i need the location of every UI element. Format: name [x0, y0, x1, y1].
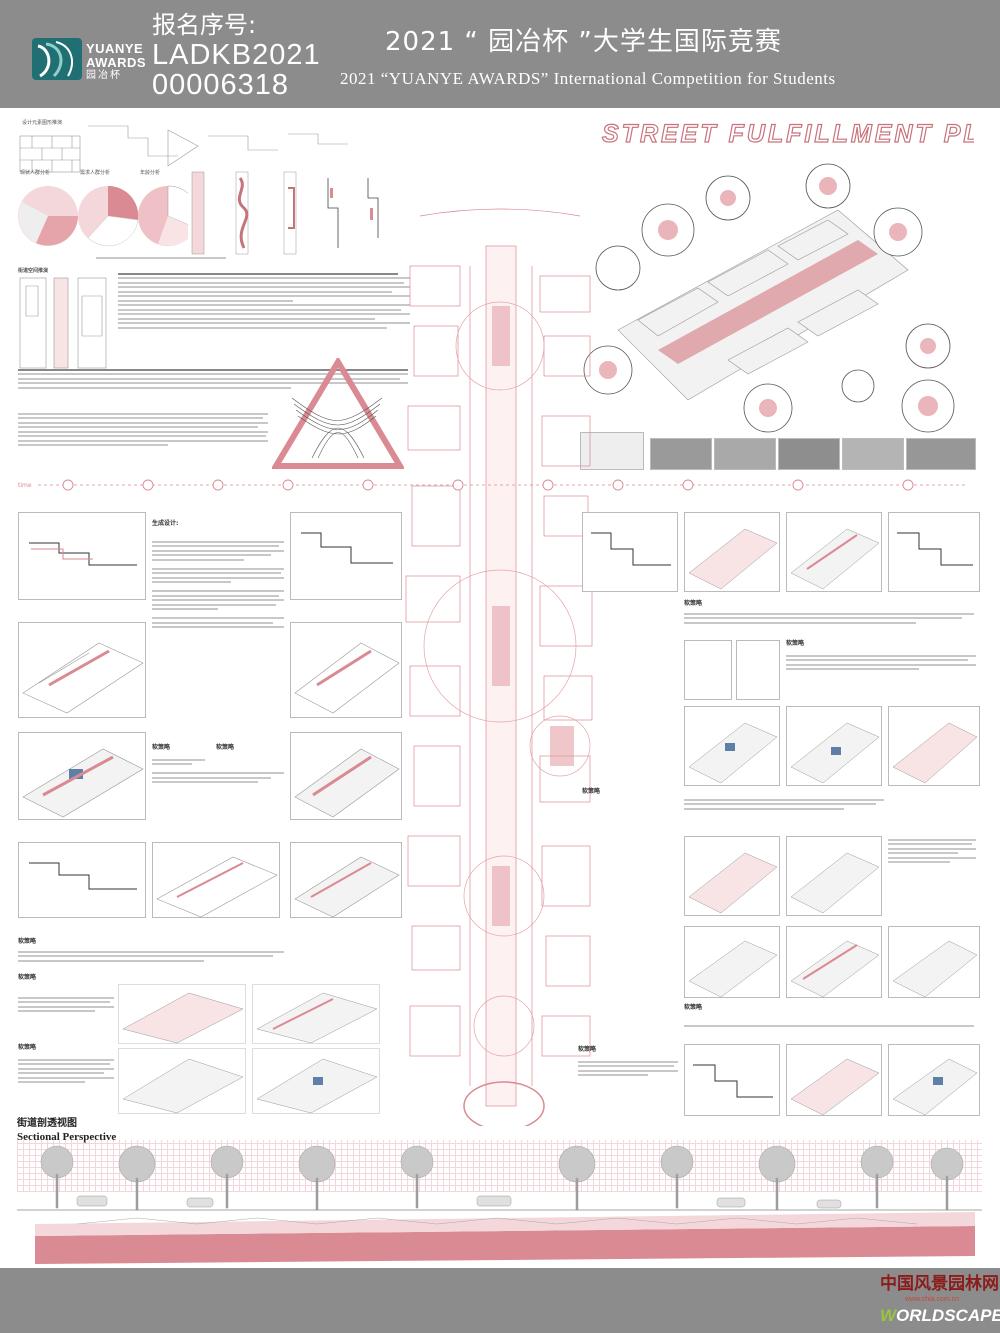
- process-frame-12: [118, 1048, 246, 1114]
- strategy-desc-4: [18, 994, 114, 1034]
- right-frame-13: [786, 926, 882, 998]
- competition-title-cn: 2021 “ 园冶杯 ”大学生国际竞赛: [385, 27, 782, 57]
- right-frame-7: [684, 706, 780, 786]
- right-frame-14: [888, 926, 980, 998]
- right-frame-5: [684, 640, 732, 700]
- right-frame-4: [888, 512, 980, 592]
- process-frame-6: [290, 732, 402, 820]
- strategy-desc-7: [786, 652, 976, 702]
- strategy-desc-10: [684, 1022, 974, 1034]
- section-title-cn: 街道剖透视图: [17, 1118, 77, 1129]
- analysis-diagrams: 设计元素图形推演: [19, 119, 348, 173]
- right-frame-3: [786, 512, 882, 592]
- strategy-paragraph: [18, 366, 408, 402]
- timeline-line: [38, 479, 968, 491]
- street-fulfillment-plan-title: STREET FULFILLMENT PLAN: [594, 116, 974, 150]
- right-frame-15: [684, 1044, 780, 1116]
- right-frame-10: [684, 836, 780, 916]
- footer-bar: [0, 1268, 1000, 1333]
- strategy-label-4: 软策略: [18, 974, 37, 981]
- central-street-plan: [405, 208, 593, 1126]
- strategy-label-7: 软策略: [786, 640, 805, 647]
- registration-number: LADKB2021 00006318: [152, 39, 321, 101]
- photo-1: [650, 438, 712, 470]
- logo-text-en: YUANYE AWARDS: [86, 41, 147, 70]
- method-paragraph: [18, 410, 268, 472]
- pie-charts: 现状人群分析 需求人群分析 年龄分析: [18, 169, 188, 247]
- photo-2: [714, 438, 776, 470]
- right-frame-11: [786, 836, 882, 916]
- logo-text-cn: 园冶杯: [86, 70, 122, 81]
- strategy-label-5: 软策略: [18, 1044, 37, 1051]
- svg-text:STREET FULFILLMENT PLAN: STREET FULFILLMENT PLAN: [602, 120, 974, 148]
- axonometric-drawing: [583, 163, 955, 433]
- right-frame-17: [888, 1044, 980, 1116]
- strategy-desc-1: [152, 756, 284, 796]
- strategy-label-8: 软策略: [582, 788, 601, 795]
- svg-text:设计元素图形推演: 设计元素图形推演: [22, 119, 62, 126]
- worldscape-logo: WORLDSCAPE: [880, 1306, 1000, 1325]
- pie-legend: [96, 254, 226, 262]
- svg-text:需求人群分析: 需求人群分析: [80, 169, 110, 176]
- footer-site-name: 中国风景园林网: [880, 1274, 999, 1294]
- header-bar: [0, 0, 1000, 108]
- competition-title-en: 2021 “YUANYE AWARDS” International Compe…: [340, 69, 836, 88]
- process-frame-3: [18, 622, 146, 718]
- svg-text:年龄分析: 年龄分析: [140, 169, 160, 176]
- process-frame-8: [152, 842, 280, 918]
- axonometric-view: [578, 150, 976, 440]
- street-strip-diagram: [19, 277, 107, 369]
- process-frame-11: [252, 984, 380, 1044]
- right-frame-6: [736, 640, 780, 700]
- intro-paragraph: [118, 270, 410, 358]
- design-paragraph: [152, 538, 284, 718]
- registration-label: 报名序号:: [152, 11, 257, 39]
- strategy-label-2: 软策略: [216, 744, 235, 751]
- right-frame-12: [684, 926, 780, 998]
- strategy-label-3: 软策略: [18, 938, 37, 945]
- strategy-desc-9: [888, 836, 976, 916]
- right-frame-1: [582, 512, 678, 592]
- footer-site-url: www.chla.com.cn: [905, 1296, 960, 1303]
- process-frame-10: [118, 984, 246, 1044]
- strategy-desc-3: [18, 948, 284, 972]
- right-frame-9: [888, 706, 980, 786]
- strategy-desc-8: [684, 796, 884, 822]
- strategy-desc-6: [684, 610, 974, 636]
- photo-3: [778, 438, 840, 470]
- photo-5: [906, 438, 976, 470]
- design-heading: 生成设计:: [152, 520, 179, 527]
- yuanye-logo-icon: [32, 38, 82, 80]
- strategy-label-9: 软策略: [684, 1004, 703, 1011]
- strategy-desc-11: [578, 1058, 678, 1098]
- photo-4: [842, 438, 904, 470]
- right-frame-16: [786, 1044, 882, 1116]
- process-frame-5: [18, 732, 146, 820]
- section-drawing: [17, 1145, 982, 1264]
- timeline-label: time: [18, 482, 32, 489]
- strategy-label-10: 软策略: [578, 1046, 597, 1053]
- photo-sketch-1: [580, 432, 644, 470]
- triangle-diagram: [272, 358, 404, 469]
- transform-diagrams: [191, 171, 379, 255]
- process-frame-9: [290, 842, 402, 918]
- process-frame-4: [290, 622, 402, 718]
- strategy-label-6: 软策略: [684, 600, 703, 607]
- process-frame-7: [18, 842, 146, 918]
- process-frame-13: [252, 1048, 380, 1114]
- svg-text:现状人群分析: 现状人群分析: [20, 169, 50, 176]
- process-frame-2: [290, 512, 402, 600]
- strategy-label-1: 软策略: [152, 744, 171, 751]
- process-frame-1: [18, 512, 146, 600]
- right-frame-2: [684, 512, 780, 592]
- section-grid-bg: [17, 1140, 982, 1192]
- right-frame-8: [786, 706, 882, 786]
- strategy-desc-5: [18, 1056, 114, 1112]
- diagram-label: 街道空间推演: [18, 268, 49, 274]
